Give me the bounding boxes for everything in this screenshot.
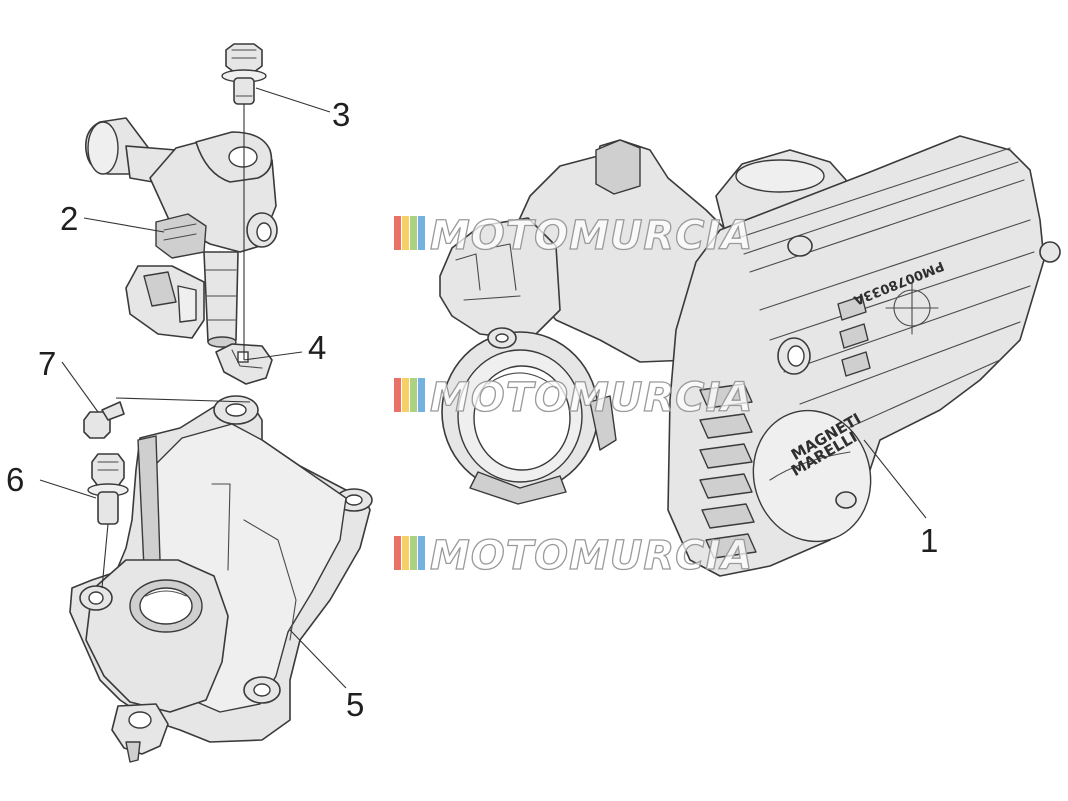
watermark-stripe [394, 536, 401, 570]
callout-4: 4 [308, 329, 326, 366]
watermark-text: MOTOMURCIA [430, 533, 753, 579]
watermark-stripe [402, 216, 409, 250]
part-3-bolt [221, 43, 267, 105]
callout-6: 6 [6, 461, 24, 498]
callout-3: 3 [332, 96, 350, 133]
callout-2: 2 [60, 200, 78, 237]
watermark-stripe [402, 378, 409, 412]
part-6-bolt [87, 453, 129, 525]
watermark-stripe [410, 536, 417, 570]
watermark-2: MOTOMURCIA [394, 374, 753, 422]
watermark-stripe [402, 536, 409, 570]
leader-lines [39, 87, 927, 689]
callout-5: 5 [346, 686, 364, 723]
watermark-stripe [418, 536, 425, 570]
callout-1: 1 [920, 522, 938, 559]
watermark-3: MOTOMURCIA [394, 532, 753, 580]
watermark-1: MOTOMURCIA [394, 212, 753, 260]
part-2-injector [84, 117, 278, 348]
watermark-text: MOTOMURCIA [430, 213, 753, 259]
part-4-clip [215, 343, 273, 385]
part-1-throttle-body [439, 135, 1061, 577]
watermark-stripe [418, 216, 425, 250]
callout-7: 7 [38, 345, 56, 382]
watermark-stripe [394, 216, 401, 250]
watermark-stripe [418, 378, 425, 412]
housing-fins [737, 147, 1035, 437]
part-7-screw [83, 401, 125, 439]
side-fin-stack [699, 383, 757, 559]
watermark-text: MOTOMURCIA [430, 375, 753, 421]
watermark-stripe [394, 378, 401, 412]
watermark-stripe [410, 216, 417, 250]
part-5-manifold [69, 395, 373, 763]
watermark-stripe [410, 378, 417, 412]
